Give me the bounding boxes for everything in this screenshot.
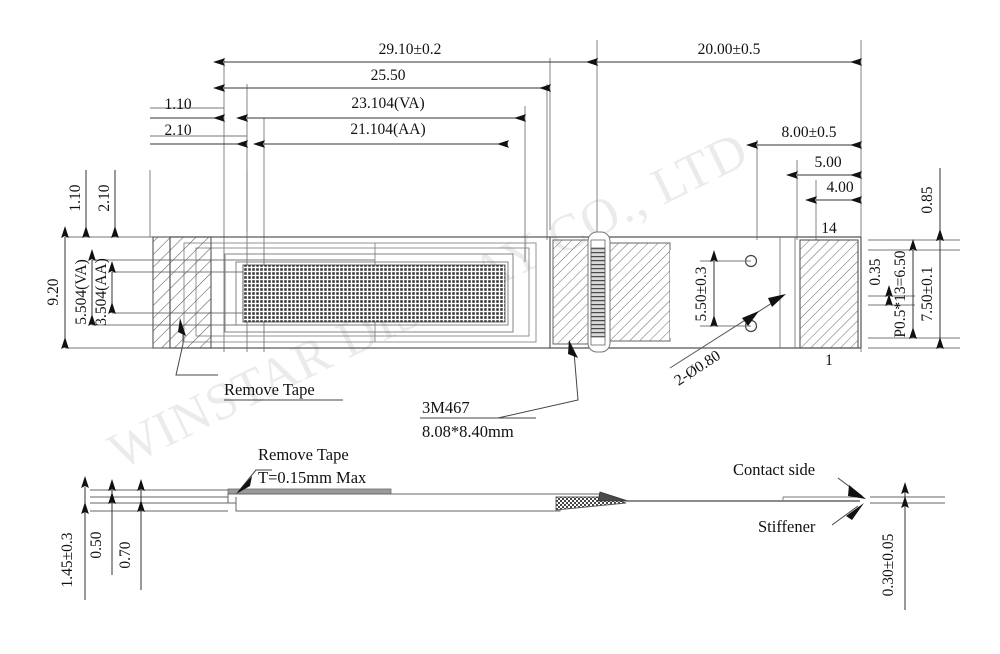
- dimlabel-pitch-formula: P0.5*13=6.50: [892, 250, 909, 337]
- dimlabel-t050: 0.50: [88, 531, 105, 558]
- dimlabel-edge-085: 0.85: [919, 186, 936, 213]
- side-view: [90, 488, 945, 512]
- hole-dimension-group: 5.50±0.3 2-Ø0.80: [669, 250, 786, 389]
- note-remove-tape-top: Remove Tape: [224, 380, 315, 399]
- dimlabel-total-thickness: 1.45±0.3: [59, 532, 76, 587]
- top-dimension-group: 29.10±0.2 25.50 23.104(VA) 21.104(AA) 1.…: [150, 41, 862, 204]
- contact-pad-block: [799, 239, 859, 349]
- dimlabel-fpc-thickness: 0.30±0.05: [880, 533, 897, 596]
- section-dimension-group: 1.45±0.3 0.50 0.70 0.30±0.05: [59, 476, 909, 610]
- dimlabel-tail-4: 4.00: [826, 179, 853, 196]
- right-dimension-group: 0.85 0.35 P0.5*13=6.50 7.50±0.1: [867, 168, 944, 349]
- dimlabel-top-offset-2: 2.10: [96, 184, 113, 211]
- dimlabel-left-offset-2: 2.10: [164, 122, 191, 139]
- dimlabel-va-width: 5.504(VA): [73, 259, 90, 325]
- dimlabel-overall-width: 9.20: [45, 278, 62, 305]
- active-area-dot-matrix: [242, 264, 506, 323]
- top-view: [65, 40, 960, 353]
- witness-lines: [65, 40, 960, 352]
- note-remove-tape-thickness: T=0.15mm Max: [258, 468, 367, 487]
- leader-remove-tape: [175, 330, 218, 376]
- note-adhesive-size: 8.08*8.40mm: [422, 422, 514, 441]
- dimlabel-hole-spacing: 5.50±0.3: [693, 266, 710, 321]
- dimlabel-aa-width: 3.504(AA): [93, 258, 110, 326]
- dimlabel-t070: 0.70: [117, 541, 134, 568]
- note-contact-side: Contact side: [733, 460, 815, 479]
- note-adhesive-name: 3M467: [422, 398, 470, 417]
- dimlabel-left-offset-1: 1.10: [164, 96, 191, 113]
- connector-region: [552, 231, 674, 353]
- pin-number-high: 14: [821, 220, 837, 237]
- leader-3m467: [497, 351, 579, 419]
- leader-remove-tape-section: [237, 469, 272, 493]
- annotation-group-top: Remove Tape 3M467 8.08*8.40mm: [175, 318, 579, 441]
- dimlabel-top-offset-1: 1.10: [67, 184, 84, 211]
- dimlabel-pad-pitch: 0.35: [867, 258, 884, 285]
- dimlabel-aa-length: 21.104(AA): [350, 121, 425, 138]
- dimlabel-tail-5: 5.00: [814, 154, 841, 171]
- dimlabel-panel-length: 25.50: [371, 67, 406, 84]
- pin-number-low: 1: [825, 352, 833, 369]
- dimlabel-va-length: 23.104(VA): [351, 95, 424, 112]
- dimlabel-hole-callout: 2-Ø0.80: [671, 347, 723, 389]
- dimlabel-fpc-length: 20.00±0.5: [698, 41, 761, 58]
- leader-stiffener: [831, 505, 859, 526]
- left-dimension-group: 9.20 5.504(VA) 3.504(AA) 1.10 2.10: [45, 170, 119, 349]
- pin-number-group: 14 1: [821, 220, 837, 369]
- note-remove-tape-section: Remove Tape: [258, 445, 349, 464]
- note-stiffener: Stiffener: [758, 517, 816, 536]
- dimlabel-overall-length: 29.10±0.2: [379, 41, 442, 58]
- connector-pads-stripes: [590, 246, 606, 338]
- annotation-group-bottom: Remove Tape T=0.15mm Max Contact side St…: [236, 445, 866, 536]
- dimlabel-tail-8: 8.00±0.5: [781, 124, 836, 141]
- side-view-tape-layer: [227, 488, 392, 495]
- leader-hole-callout: [669, 295, 784, 369]
- dimlabel-connector-width: 7.50±0.1: [919, 266, 936, 321]
